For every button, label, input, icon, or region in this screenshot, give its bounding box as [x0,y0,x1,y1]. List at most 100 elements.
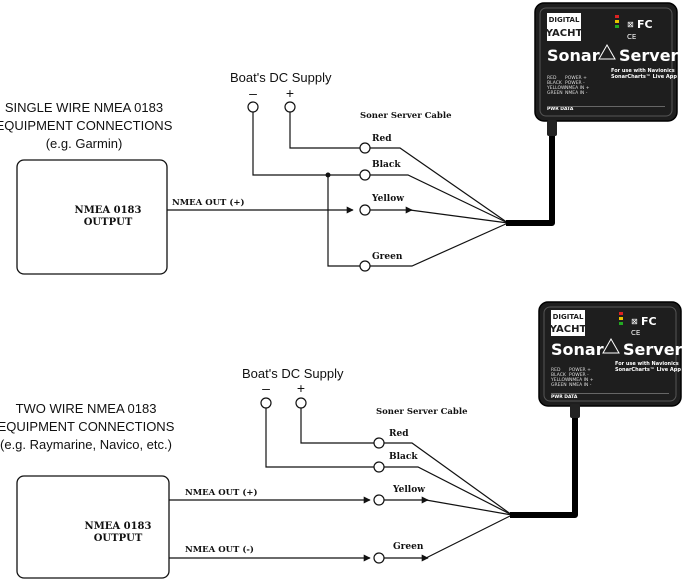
nmea-box-line-2: OUTPUT [94,533,143,544]
weee-bin-icon: ⊠ [627,20,634,29]
sonar-server-cable [510,410,578,518]
led-green-icon [615,25,619,28]
device-bezel [543,306,677,402]
legend-green: GREEN [547,90,563,96]
device-divider [547,106,665,107]
brand-top: DIGITAL [549,16,580,24]
red-terminal [373,437,385,449]
diagram-two-wire: TWO WIRE NMEA 0183 EQUIPMENT CONNECTIONS… [0,366,578,579]
sonar-server-cable [506,122,555,226]
supply-negative-terminal [247,101,259,113]
black-terminal [373,461,385,473]
brand-logo-panel [547,13,581,41]
equipment-title-line-2: EQUIPMENT CONNECTIONS [0,118,173,133]
tagline-line-2: SonarCharts™ Live App [611,74,677,80]
sonar-cone-icon [598,43,616,60]
legend-yellow-function: NMEA IN + [569,377,594,383]
nmea-box-line-1: NMEA 0183 [85,521,152,532]
positive-supply-wire [289,112,360,149]
nmea-output-box [16,159,168,275]
equipment-title-line-1: SINGLE WIRE NMEA 0183 [5,100,163,115]
black-cable-core [370,174,509,224]
device-name-left: Sonar [551,340,604,359]
legend-black-function: POWER - [569,372,589,378]
brand-top: DIGITAL [553,313,584,321]
legend-yellow: YELLOW [550,377,570,383]
supply-positive-terminal [284,101,296,113]
legend-black-function: POWER - [565,80,585,86]
supply-negative-terminal [260,397,272,409]
tagline-line-1: For use with Navionics [611,68,675,74]
wire-label-black: Black [372,160,401,170]
cable-gland [547,120,557,136]
sonar-cone-icon [602,337,620,354]
sonar-server-device: DIGITAL YACHT ⊠ FC CE Sonar Server RED P… [538,301,683,407]
legend-black: BLACK [551,372,567,378]
brand-bottom: YACHT [549,324,587,335]
equipment-title-line-1: TWO WIRE NMEA 0183 [16,401,157,416]
black-terminal [359,169,371,181]
ce-mark: CE [631,329,640,337]
indicator-label: PWR DATA [547,106,574,112]
supply-positive-terminal [295,397,307,409]
led-green-icon [619,322,623,325]
wire-label-yellow: Yellow [392,485,425,495]
brand-logo-panel [551,310,585,336]
led-yellow-icon [619,317,623,320]
led-yellow-icon [615,20,619,23]
green-cable-core [425,514,513,559]
plus-sign: + [286,85,294,101]
green-cable-core [370,222,509,267]
wire-label-yellow: Yellow [371,194,404,204]
cable-gland [570,404,580,418]
fcc-mark: FC [641,315,657,328]
led-red-icon [619,312,623,315]
green-terminal [373,552,385,564]
legend-green-function: NMEA IN - [565,90,588,96]
dc-supply-label: Boat's DC Supply [230,70,332,85]
tagline-line-2: SonarCharts™ Live App [615,367,681,373]
legend-yellow-function: NMEA IN + [565,85,590,91]
signal-label-plus: NMEA OUT (+) [172,197,244,208]
green-terminal [359,260,371,272]
indicator-label: PWR DATA [551,394,578,400]
equipment-title-line-2: EQUIPMENT CONNECTIONS [0,419,175,434]
nmea-box-line-2: OUTPUT [84,217,133,228]
yellow-terminal [359,204,371,216]
red-terminal [359,142,371,154]
nmea-box-line-1: NMEA 0183 [75,205,142,216]
minus-sign: – [262,380,270,396]
plus-sign: + [297,380,305,396]
negative-supply-wire [265,408,374,468]
device-divider [551,393,669,394]
legend-black: BLACK [547,80,563,86]
nmea-output-box [16,475,170,579]
black-cable-core [384,466,513,516]
legend-red: RED [551,367,561,373]
signal-label-plus: NMEA OUT (+) [185,487,257,498]
negative-to-green-wire [327,175,360,267]
red-cable-core [384,442,513,516]
legend-red: RED [547,75,557,81]
dc-supply-label: Boat's DC Supply [242,366,344,381]
wire-label-green: Green [372,252,403,262]
wire-label-black: Black [389,452,418,462]
cable-label: Soner Server Cable [376,407,468,417]
weee-bin-icon: ⊠ [631,317,638,326]
legend-green: GREEN [551,382,567,388]
sonar-server-device: DIGITAL YACHT ⊠ FC CE Sonar Server RED P… [534,2,679,122]
ce-mark: CE [627,33,636,41]
signal-label-minus: NMEA OUT (-) [185,544,254,555]
fcc-mark: FC [637,18,653,31]
led-red-icon [615,15,619,18]
device-name-left: Sonar [547,46,600,65]
yellow-cable-core [409,209,509,224]
wire-label-red: Red [389,429,409,439]
legend-red-function: POWER + [569,367,591,373]
red-cable-core [370,147,509,224]
device-name-right: Server [623,340,683,359]
equipment-title-line-3: (e.g. Garmin) [46,136,123,151]
diagram-single-wire: SINGLE WIRE NMEA 0183 EQUIPMENT CONNECTI… [0,70,555,275]
cable-label: Soner Server Cable [360,111,452,121]
